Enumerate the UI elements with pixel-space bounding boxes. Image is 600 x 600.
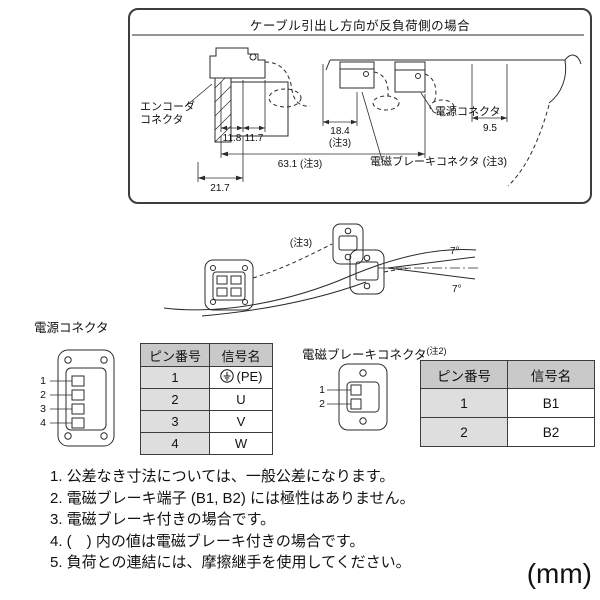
brake-heading-note: (注2) xyxy=(426,346,447,356)
power-pin-number-4: 4 xyxy=(40,417,46,429)
pin-cell: 2 xyxy=(420,417,508,447)
middle-drawing: (注3) 7° 7° xyxy=(163,223,480,317)
note-item-2: 2. 電磁ブレーキ端子 (B1, B2) には極性はありません。 xyxy=(50,489,415,507)
brake-connector-label: 電磁ブレーキコネクタ (注3) xyxy=(370,154,507,168)
callout-leader-lines xyxy=(185,83,434,161)
pe-signal: (PE) xyxy=(219,368,263,384)
pin-cell: 4 xyxy=(140,432,210,455)
signal-name-header: 信号名 xyxy=(209,343,273,367)
brake-pin-number-1: 1 xyxy=(319,384,325,396)
dim-18-4-note: (注3) xyxy=(329,136,351,149)
brake-table-row: 1 B1 xyxy=(420,388,595,418)
pin-cell: 3 xyxy=(140,410,210,433)
dim-11-7: 11.7 xyxy=(245,133,264,144)
note-item-1: 1. 公差なき寸法については、一般公差になります。 xyxy=(50,468,395,485)
power-table-row: 4 W xyxy=(140,432,273,455)
power-table-header-row: ピン番号 信号名 xyxy=(140,343,273,367)
brake-connector-pinout-diagram: 1 2 xyxy=(319,363,388,431)
angle-7-bottom-label: 7° xyxy=(452,284,462,295)
angle-7-top-label: 7° xyxy=(450,246,460,257)
power-pin-number-1: 1 xyxy=(40,375,46,387)
note-item-4: 4. ( ) 内の値は電磁ブレーキ付きの場合です。 xyxy=(50,532,365,550)
power-pin-table: ピン番号 信号名 1 (PE) xyxy=(140,343,273,455)
middle-note3-label: (注3) xyxy=(290,236,312,249)
pin-cell: 1 xyxy=(420,388,508,418)
power-table-row: 1 (PE) xyxy=(140,366,273,389)
signal-cell: W xyxy=(209,432,273,455)
signal-cell: U xyxy=(209,388,273,411)
power-pin-number-3: 3 xyxy=(40,403,46,415)
signal-cell: V xyxy=(209,410,273,433)
dim-18-4: 18.4 xyxy=(330,126,350,137)
note-item-5: 5. 負荷との連結には、摩擦継手を使用してください。 xyxy=(50,554,411,571)
note-item-3: 3. 電磁ブレーキ付きの場合です。 xyxy=(50,511,276,528)
earth-ground-icon xyxy=(219,369,234,383)
power-table-row: 2 U xyxy=(140,388,273,411)
notes-list: 1. 公差なき寸法については、一般公差になります。 2. 電磁ブレーキ端子 (B… xyxy=(50,466,415,574)
power-connector-section-heading: 電源コネクタ xyxy=(34,321,109,335)
encoder-side-view xyxy=(209,47,311,143)
power-table-row: 3 V xyxy=(140,410,273,433)
encoder-connector-face xyxy=(204,259,254,311)
brake-connector-face xyxy=(332,223,364,265)
signal-name-header: 信号名 xyxy=(507,360,595,389)
signal-cell: B2 xyxy=(507,417,595,447)
pin-number-header: ピン番号 xyxy=(140,343,210,367)
drawing-title: ケーブル引出し方向が反負荷側の場合 xyxy=(249,19,471,33)
brake-pin-table: ピン番号 信号名 1 B1 2 B2 xyxy=(420,360,595,447)
perspective-view xyxy=(163,223,480,317)
dim-21-7: 21.7 xyxy=(210,183,230,194)
power-connector-face xyxy=(349,249,385,295)
pin-cell: 2 xyxy=(140,388,210,411)
top-drawing: 11.8 11.7 63.1 (注3) 21.7 18.4 (注3) 9.5 エ… xyxy=(132,34,584,194)
dim-63-1: 63.1 (注3) xyxy=(278,157,322,170)
load-side-view xyxy=(325,54,582,187)
power-connector-face-drawing xyxy=(50,349,115,447)
brake-table-header-row: ピン番号 信号名 xyxy=(420,360,595,389)
power-pin-number-2: 2 xyxy=(40,389,46,401)
dim-9-5: 9.5 xyxy=(483,123,497,134)
brake-heading-text: 電磁ブレーキコネクタ xyxy=(302,348,427,363)
pin-number-header: ピン番号 xyxy=(420,360,508,389)
dimension-drawing-panel: ケーブル引出し方向が反負荷側の場合 xyxy=(128,8,592,204)
brake-pin-number-2: 2 xyxy=(319,398,325,410)
brake-table-row: 2 B2 xyxy=(420,417,595,447)
unit-label: (mm) xyxy=(526,558,592,589)
encoder-connector-label-line1: エンコーダ xyxy=(140,99,195,113)
signal-cell: (PE) xyxy=(209,366,273,389)
power-connector-pinout-diagram: 1 2 3 4 xyxy=(40,349,115,447)
dimension-arrows xyxy=(198,115,507,181)
dim-11-8: 11.8 xyxy=(223,133,242,144)
encoder-connector-label-line2: コネクタ xyxy=(140,113,184,126)
signal-cell: B1 xyxy=(507,388,595,418)
power-connector-label: 電源コネクタ xyxy=(435,104,501,118)
brake-connector-section-heading: 電磁ブレーキコネクタ(注2) xyxy=(302,344,447,363)
signal-text: (PE) xyxy=(236,368,263,384)
pin-cell: 1 xyxy=(140,366,210,389)
brake-connector-face-drawing xyxy=(327,363,388,431)
